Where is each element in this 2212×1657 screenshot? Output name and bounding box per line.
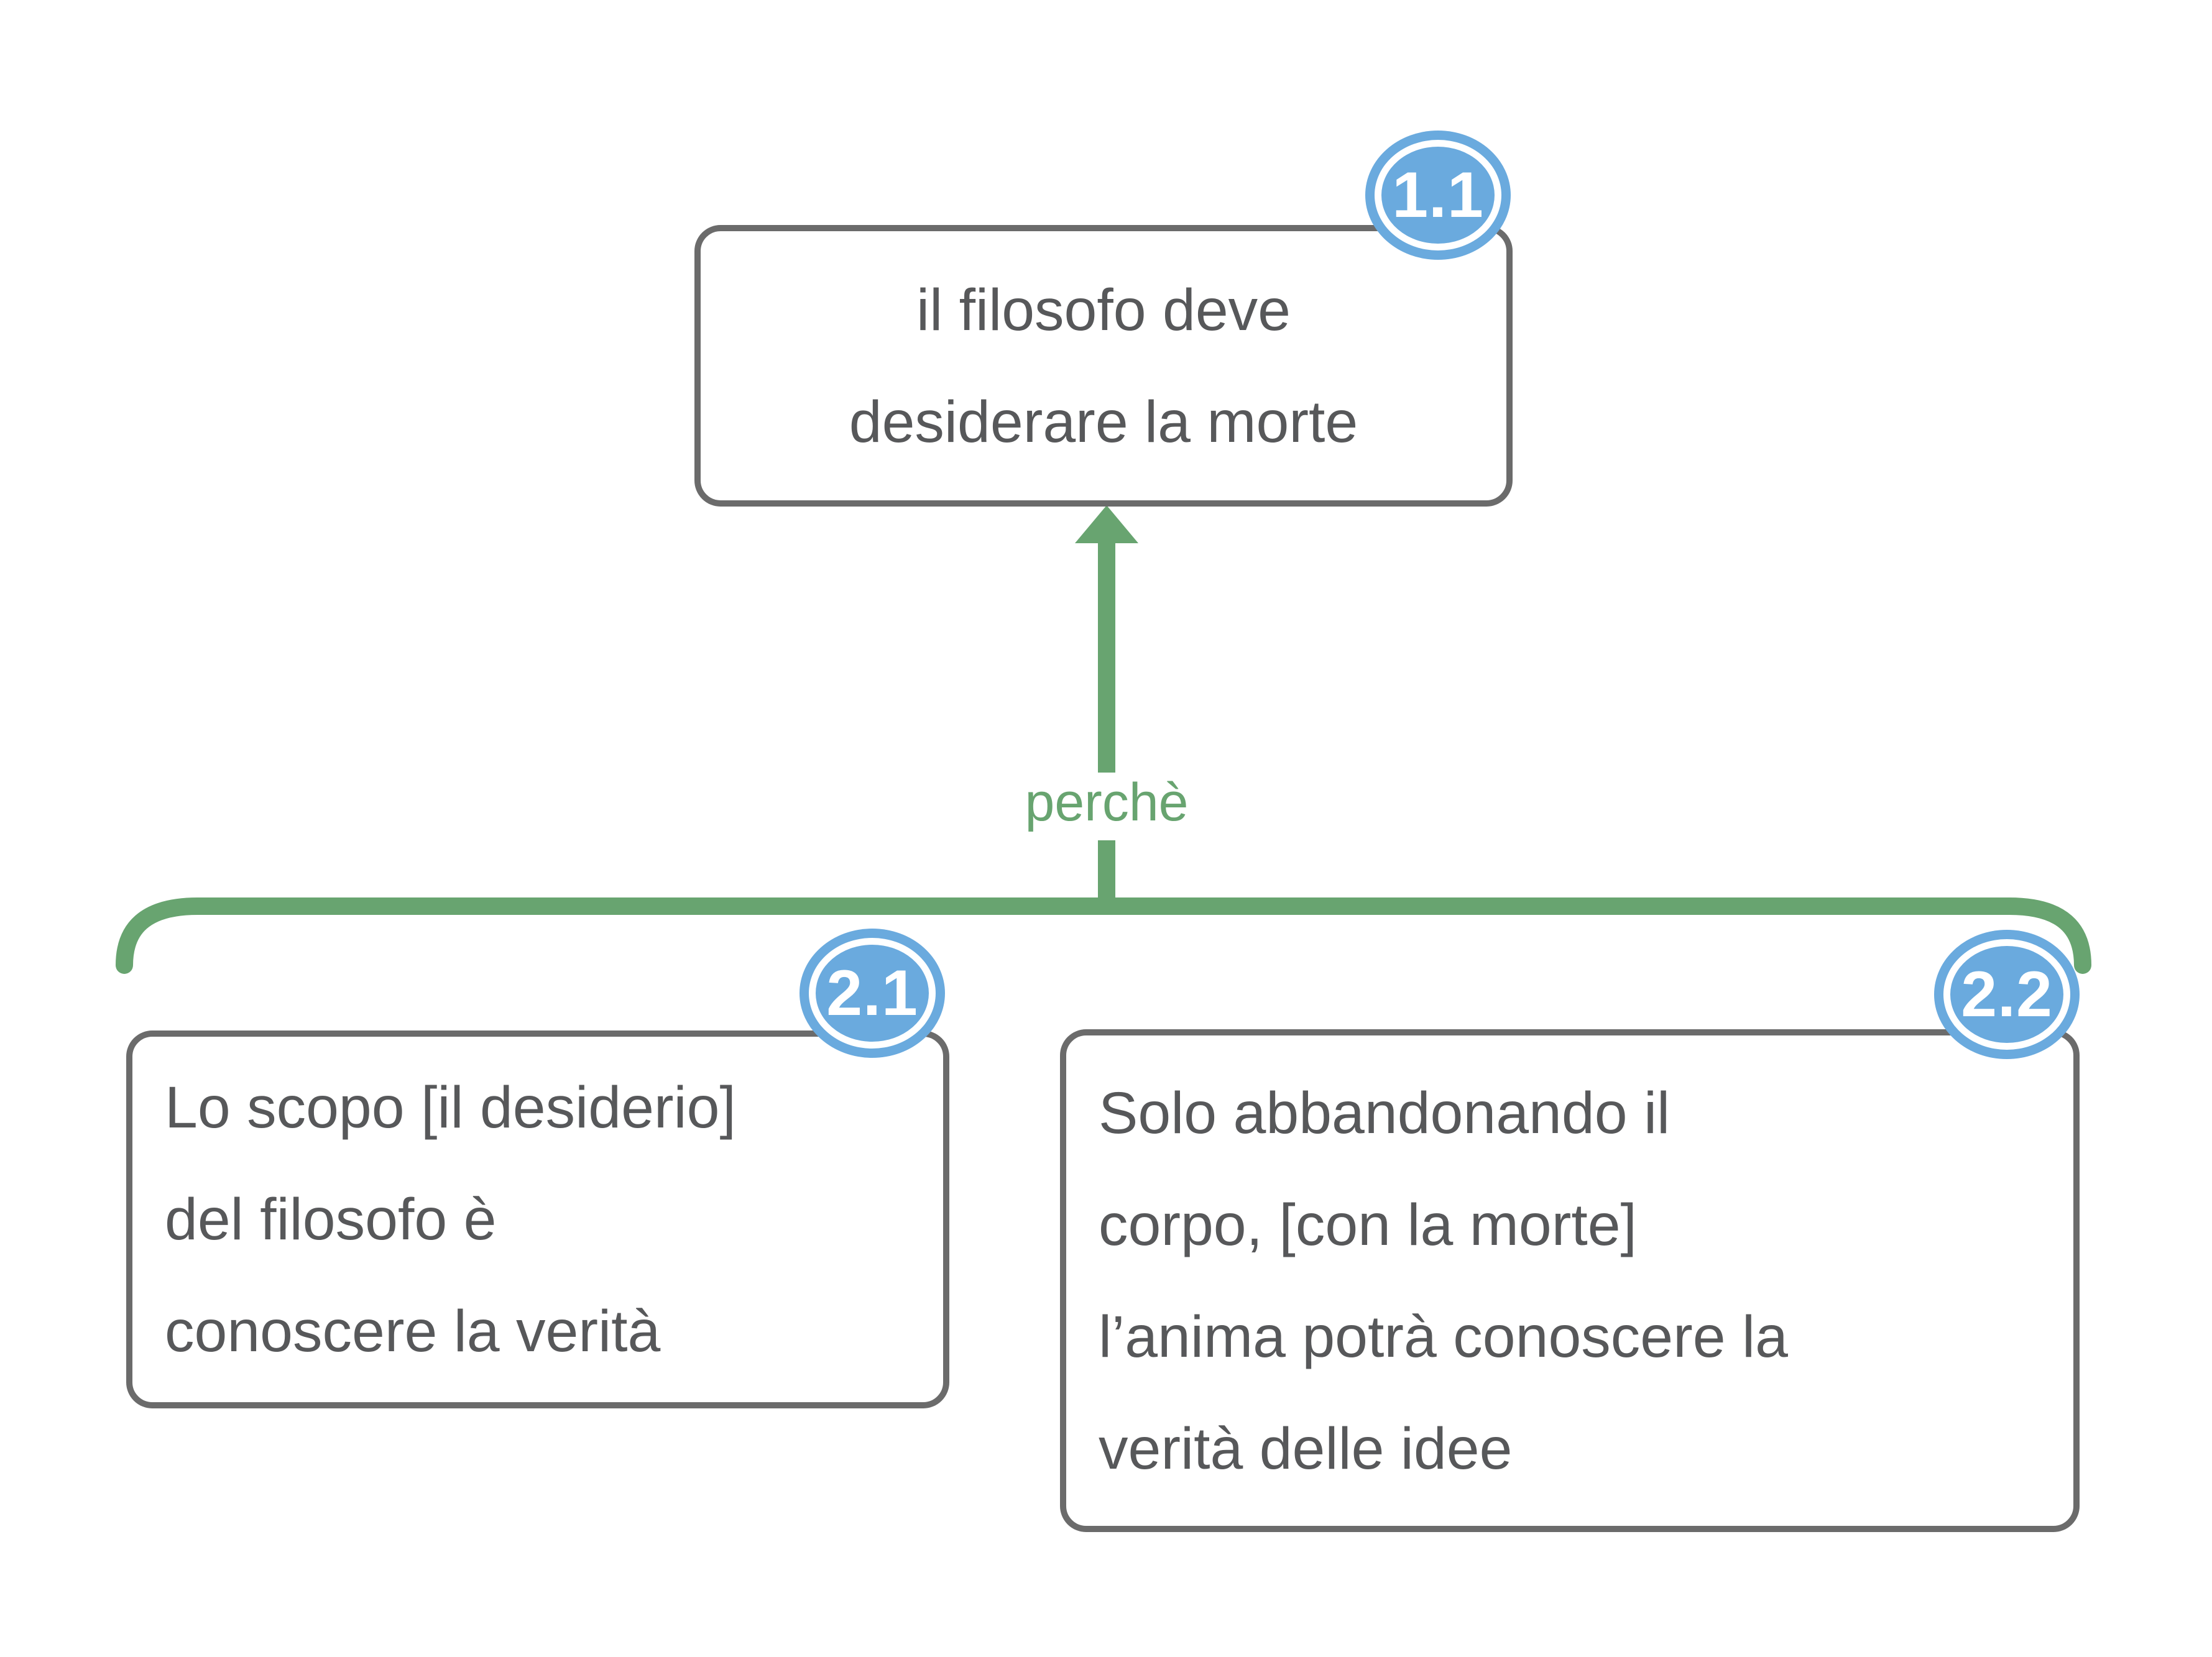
node-badge-1-1: 1.1 [1365, 131, 1511, 260]
node-text-1-1: il filosofo deve desiderare la morte [849, 277, 1358, 455]
node-box-2-1[interactable]: Lo scopo [il desiderio] del filosofo è c… [126, 1030, 949, 1408]
node-badge-label-2-2: 2.2 [1961, 958, 2053, 1030]
node-badge-2-1: 2.1 [800, 929, 945, 1058]
node-text-2-1: Lo scopo [il desiderio] del filosofo è c… [165, 1075, 736, 1364]
reasons-bracket [116, 897, 2091, 974]
node-badge-2-2: 2.2 [1934, 930, 2080, 1059]
node-badge-label-1-1: 1.1 [1392, 158, 1484, 231]
connector-label[interactable]: perchè [1025, 773, 1189, 832]
node-badge-label-2-1: 2.1 [826, 957, 918, 1029]
node-box-2-2[interactable]: Solo abbandonando il corpo, [con la mort… [1060, 1029, 2080, 1532]
node-text-2-2: Solo abbandonando il corpo, [con la mort… [1099, 1080, 1788, 1482]
arrow-head [1075, 505, 1138, 543]
node-box-1-1[interactable]: il filosofo deve desiderare la morte [694, 225, 1513, 507]
